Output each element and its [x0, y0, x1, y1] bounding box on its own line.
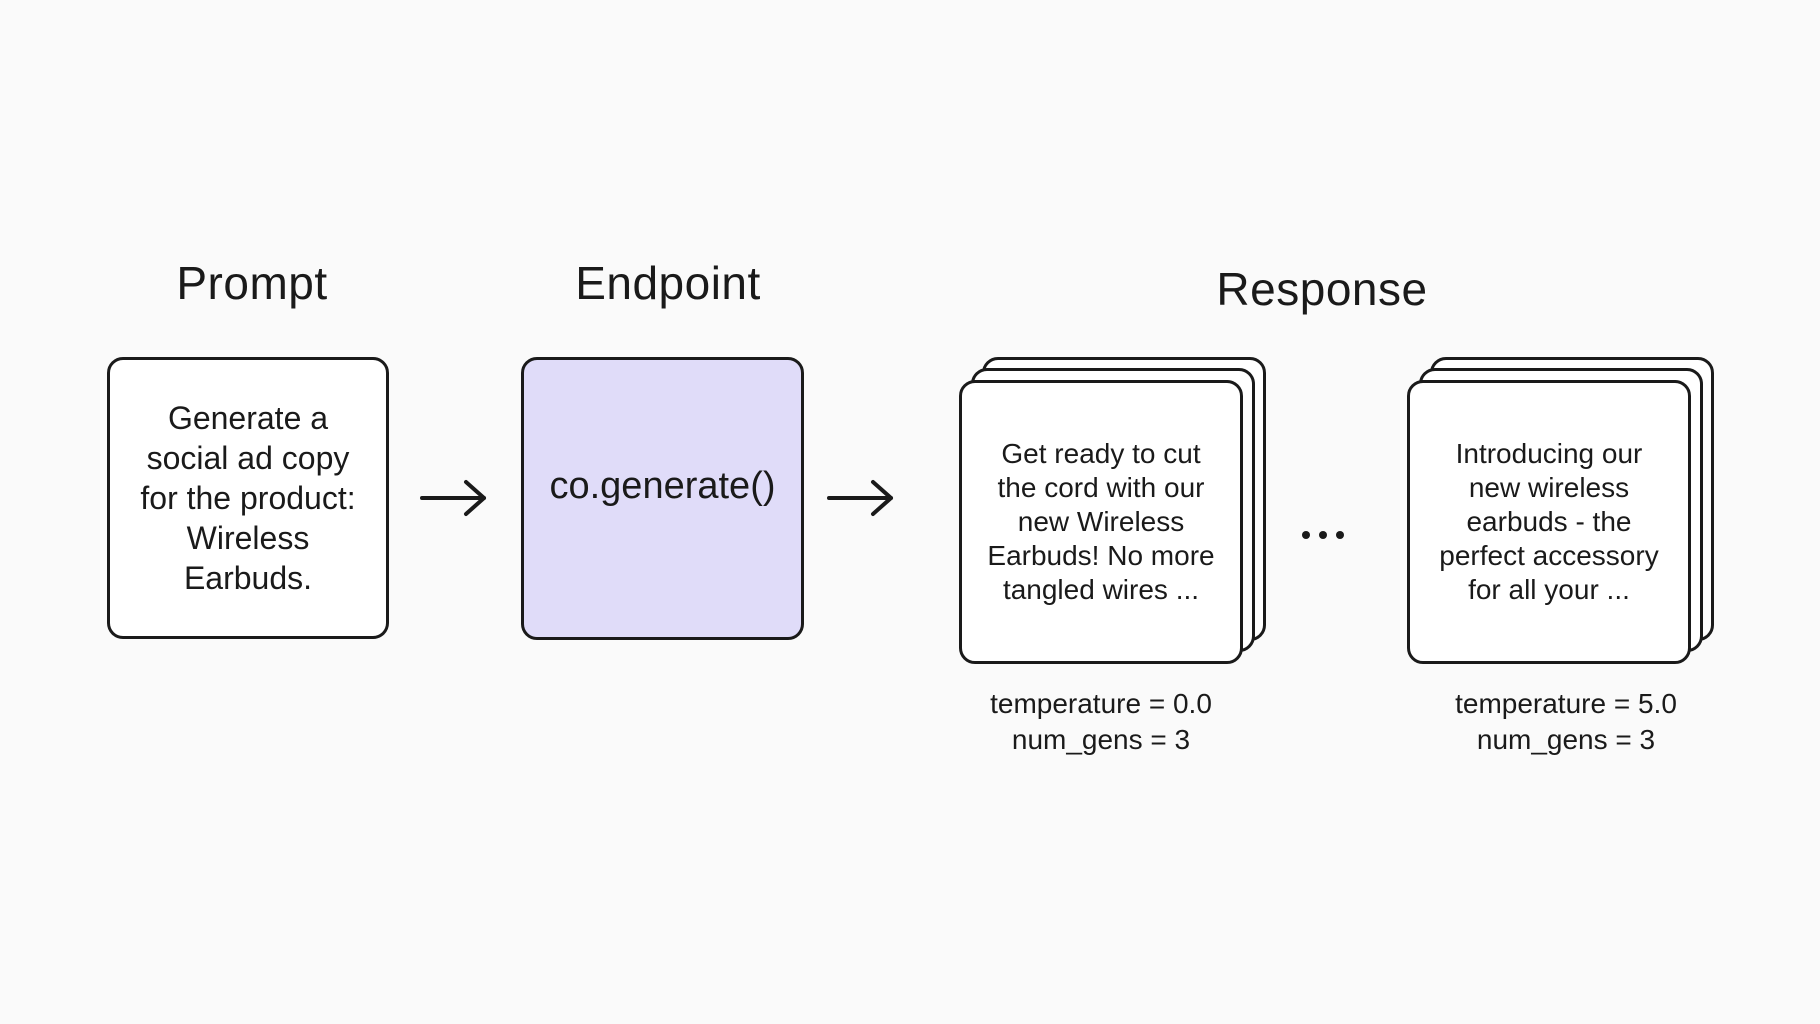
ellipsis-icon — [1302, 531, 1344, 539]
response-params: temperature = 0.0 num_gens = 3 — [990, 686, 1212, 758]
ellipsis-dot — [1336, 531, 1344, 539]
response-line: new wireless — [1468, 472, 1630, 503]
prompt-line: Earbuds. — [183, 560, 313, 596]
prompt-text: Generate a social ad copy for the produc… — [130, 398, 365, 598]
endpoint-card: co.generate() — [521, 357, 804, 640]
temperature-label: temperature = 5.0 — [1455, 688, 1677, 719]
response-line: for all your ... — [1468, 574, 1630, 605]
prompt-line: Wireless — [186, 520, 310, 556]
response-line: the cord with our — [997, 472, 1205, 503]
prompt-line: for the product: — [140, 480, 356, 516]
temperature-label: temperature = 0.0 — [990, 688, 1212, 719]
response-line: Introducing our — [1455, 438, 1643, 469]
response-line: earbuds - the — [1466, 506, 1632, 537]
response-line: perfect accessory — [1439, 540, 1659, 571]
ellipsis-dot — [1319, 531, 1327, 539]
response-text: Introducing our new wireless earbuds - t… — [1427, 437, 1670, 607]
ellipsis-dot — [1302, 531, 1310, 539]
right-arrow-icon — [420, 480, 486, 516]
num-gens-label: num_gens = 3 — [1011, 724, 1191, 755]
response-line: tangled wires ... — [1002, 574, 1200, 605]
response-line: Earbuds! No more — [987, 540, 1215, 571]
response-line: new Wireless — [1017, 506, 1185, 537]
endpoint-heading: Endpoint — [575, 257, 761, 309]
prompt-line: social ad copy — [146, 440, 350, 476]
response-text: Get ready to cut the cord with our new W… — [975, 437, 1226, 607]
num-gens-label: num_gens = 3 — [1476, 724, 1656, 755]
response-params: temperature = 5.0 num_gens = 3 — [1455, 686, 1677, 758]
response-card: Get ready to cut the cord with our new W… — [959, 380, 1243, 664]
endpoint-label: co.generate() — [549, 464, 776, 507]
response-line: Get ready to cut — [1001, 438, 1201, 469]
response-heading: Response — [1216, 263, 1428, 315]
right-arrow-icon — [827, 480, 893, 516]
prompt-heading: Prompt — [176, 257, 328, 309]
response-card: Introducing our new wireless earbuds - t… — [1407, 380, 1691, 664]
prompt-line: Generate a — [167, 400, 329, 436]
prompt-card: Generate a social ad copy for the produc… — [107, 357, 389, 639]
